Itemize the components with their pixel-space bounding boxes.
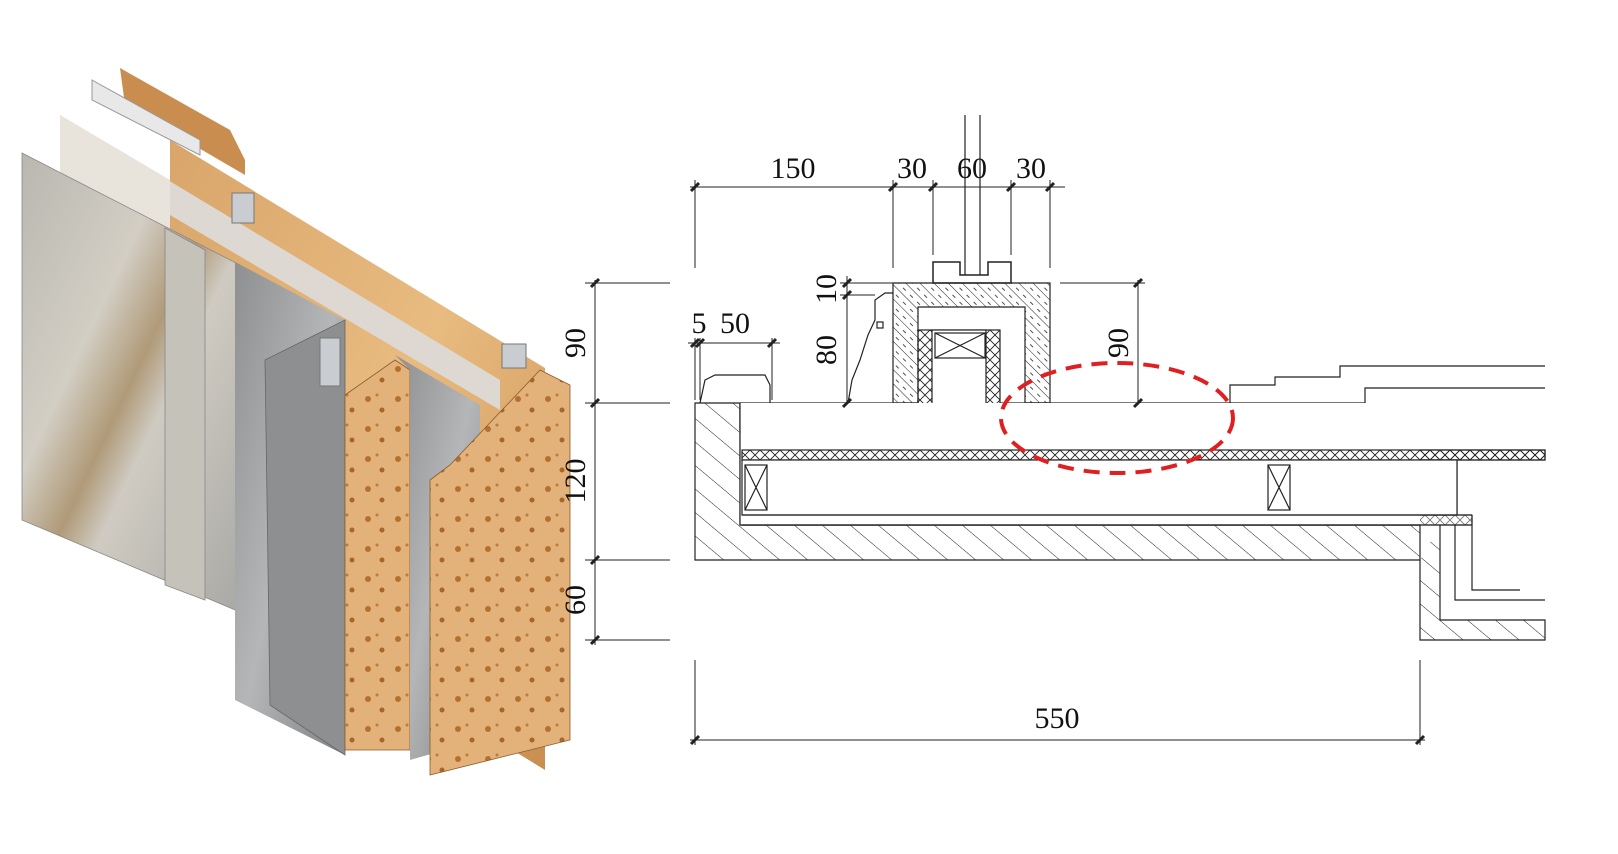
dim-5: 5 (692, 307, 707, 340)
dim-150: 150 (771, 152, 816, 185)
dim-10: 10 (810, 274, 843, 304)
dim-550: 550 (1035, 702, 1080, 735)
dim-60-left: 60 (559, 585, 592, 615)
dim-80: 80 (810, 335, 843, 365)
dim-60: 60 (957, 152, 987, 185)
marble-panel-edge (164, 227, 206, 601)
burl-pilaster-left (344, 359, 411, 751)
dim-90-left: 90 (559, 328, 592, 358)
moulding-mid (847, 292, 893, 404)
dim-30-left: 30 (897, 152, 927, 185)
dim-90-right: 90 (1102, 328, 1135, 358)
dim-120: 120 (559, 459, 592, 504)
burl-pilaster-right (429, 369, 571, 776)
top-metal-track (91, 79, 201, 156)
3d-render (21, 68, 571, 776)
metal-stud-top (231, 192, 255, 224)
dim-30-right: 30 (1016, 152, 1046, 185)
metal-stud-mid (319, 337, 341, 387)
highlight-ellipse (999, 361, 1235, 475)
grey-marble-front (264, 319, 346, 756)
dimension-lines (585, 180, 1426, 746)
dimension-labels: 150 30 60 30 5 50 10 80 90 120 60 90 550 (559, 152, 1135, 735)
mullion-clip (932, 261, 1012, 284)
dim-50: 50 (720, 307, 750, 340)
top-wood-stud (120, 68, 245, 175)
metal-stud-right (501, 343, 527, 369)
right-step-frame (1419, 525, 1546, 641)
moulding-left (699, 374, 771, 404)
section-drawing (585, 115, 1546, 746)
